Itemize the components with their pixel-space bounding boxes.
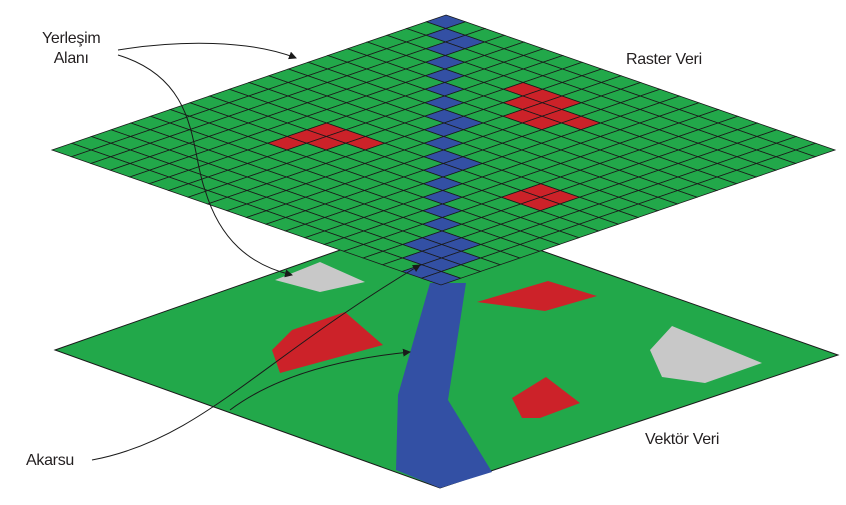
arrow-river-vector — [229, 348, 411, 411]
vector-settlement-area — [275, 262, 365, 292]
label-raster: Raster Veri — [626, 51, 702, 68]
vector-settlement-area — [272, 312, 383, 373]
vector-settlement-area — [477, 281, 597, 311]
vector-settlement-area — [512, 377, 580, 418]
vector-layer — [53, 214, 840, 489]
arrow-settlement-vector — [117, 54, 293, 278]
label-river: Akarsu — [26, 452, 74, 469]
vector-river — [396, 283, 492, 488]
raster-cell-river — [420, 271, 462, 286]
arrow-river-raster — [91, 264, 421, 461]
raster-layer — [50, 14, 837, 286]
label-vector: Vektör Veri — [645, 431, 720, 448]
arrow-settlement-raster — [117, 42, 297, 60]
label-settlement: Yerleşim Alanı — [42, 29, 101, 69]
annotation-arrows — [91, 42, 421, 461]
vector-other-area — [650, 326, 762, 383]
label-settlement-line1: Yerleşim — [42, 30, 101, 47]
label-settlement-line2: Alanı — [53, 50, 89, 67]
